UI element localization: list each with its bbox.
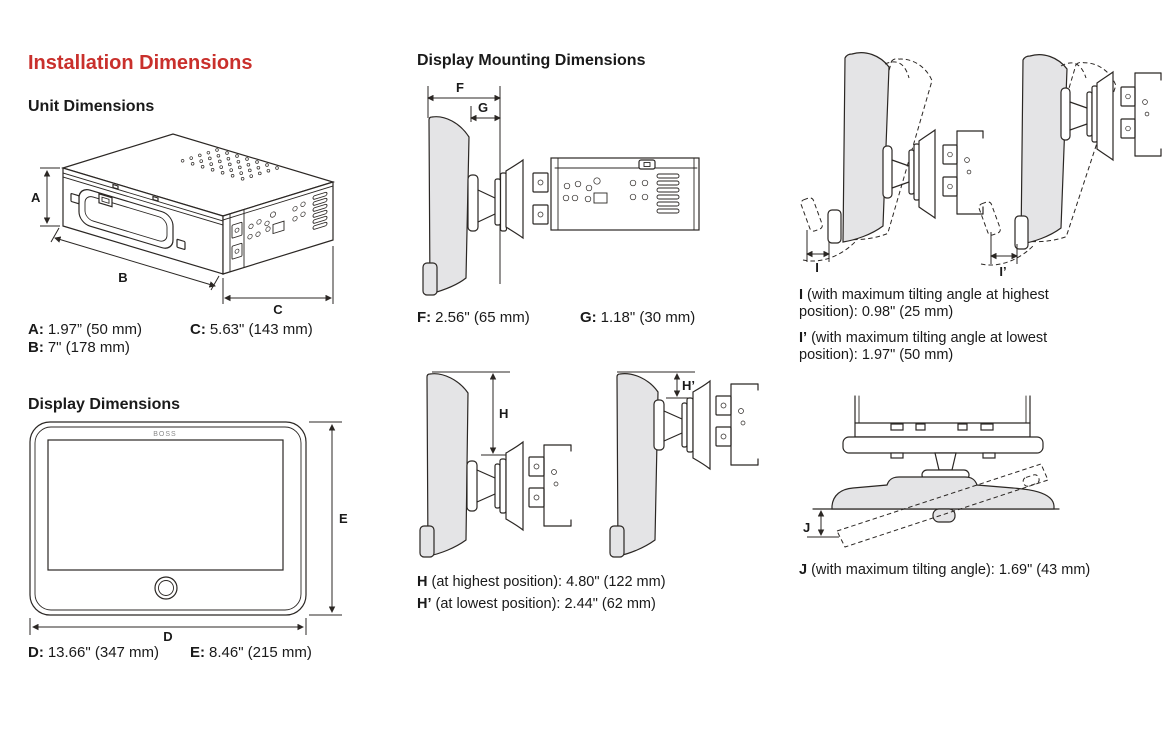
spec-c: C:5.63" (143 mm) (190, 321, 313, 338)
marker-b: B (118, 270, 127, 285)
dimension-b: B (50, 227, 220, 291)
mounting-fg-diagram: F G (422, 80, 700, 296)
mounting-height-diagrams: H H’ (419, 371, 759, 558)
unit-body (60, 133, 336, 275)
tilt-diagrams: I I’ (800, 52, 1162, 279)
h-highest-diagram: H (419, 371, 572, 558)
head-unit-side (550, 157, 700, 231)
display-top-view (812, 476, 1060, 523)
marker-h-prime: H’ (682, 378, 695, 393)
dimension-e: E (309, 421, 348, 616)
spec-e: E:8.46" (215 mm) (190, 644, 312, 661)
display-dimensions-heading: Display Dimensions (28, 396, 181, 413)
marker-g: G (478, 100, 488, 115)
display-mounting-heading: Display Mounting Dimensions (417, 52, 646, 69)
marker-h: H (499, 406, 508, 421)
spec-f: F:2.56" (65 mm) (417, 309, 530, 326)
display-front-diagram: BOSS E D (29, 421, 348, 644)
tilt-highest-diagram: I (800, 52, 984, 275)
spec-h: H (at highest position): 4.80" (122 mm) (417, 574, 666, 590)
display-bezel: BOSS (29, 421, 307, 616)
unit-bottom-view (842, 395, 1044, 481)
unit-side-face-details (222, 185, 334, 273)
h-lowest-diagram: H’ (609, 371, 759, 558)
mount-assembly (467, 158, 549, 240)
display-tilted-outline (836, 463, 1049, 548)
marker-a: A (31, 190, 41, 205)
spec-i-prime: I’ (with maximum tilting angle at lowest… (799, 330, 1048, 363)
dimension-d: D (29, 618, 307, 644)
spec-i: I (with maximum tilting angle at highest… (799, 287, 1049, 320)
brand-logo: BOSS (153, 431, 176, 438)
marker-i-prime: I’ (999, 264, 1006, 279)
unit-front-face-details (62, 172, 224, 250)
spec-g: G:1.18" (30 mm) (580, 309, 696, 326)
spec-j: J (with maximum tilting angle): 1.69" (4… (799, 562, 1091, 578)
marker-f: F (456, 80, 464, 95)
dimension-j: J (803, 510, 839, 538)
marker-c: C (273, 302, 283, 317)
page-title: Installation Dimensions (28, 52, 253, 74)
spec-h-prime: H’ (at lowest position): 2.44" (62 mm) (417, 596, 656, 612)
display-panel-side (422, 116, 470, 296)
marker-j: J (803, 520, 810, 535)
marker-d: D (163, 629, 172, 644)
unit-isometric-diagram: A B C (31, 133, 336, 317)
spec-d: D:13.66" (347 mm) (28, 644, 160, 661)
marker-i: I (815, 260, 819, 275)
tilt-bottom-diagram: J (803, 395, 1060, 548)
spec-a: A:1.97” (50 mm) (28, 321, 143, 338)
tilt-lowest-diagram: I’ (978, 54, 1162, 279)
unit-dimensions-heading: Unit Dimensions (28, 98, 155, 115)
marker-e: E (339, 511, 348, 526)
dimension-c: C (222, 246, 334, 317)
spec-b: B:7" (178 mm) (28, 339, 130, 356)
dimension-a: A (31, 167, 60, 227)
